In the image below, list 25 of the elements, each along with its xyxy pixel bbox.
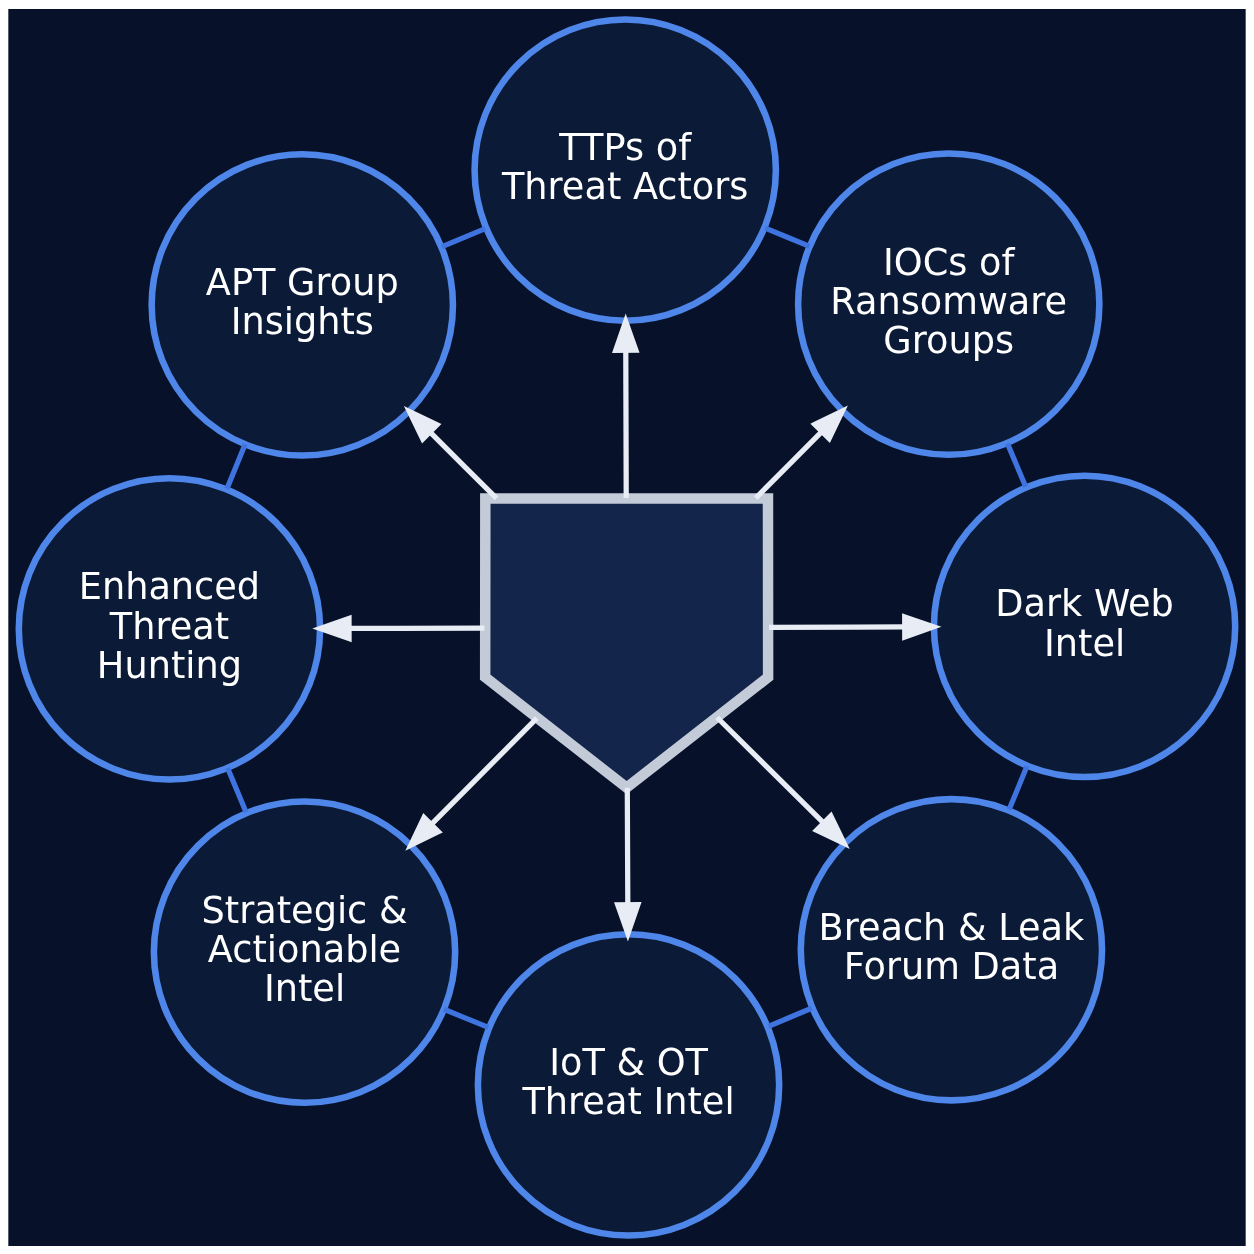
node-circle: Dark Web Intel [930, 471, 1239, 780]
node-circle: Enhanced Threat Hunting [15, 474, 324, 783]
node-circle: Strategic & Actionable Intel [150, 797, 459, 1106]
connector [764, 225, 811, 249]
connector [767, 1005, 813, 1029]
arrow [769, 612, 942, 641]
connector [224, 442, 248, 490]
connector [1006, 764, 1030, 811]
arrow [405, 715, 539, 851]
node-shield [479, 492, 774, 794]
node-circle: APT Group Insights [148, 150, 457, 459]
arrow [612, 312, 640, 498]
connector [441, 225, 487, 249]
arrow [403, 405, 499, 500]
connector [1005, 442, 1029, 488]
arrow [312, 614, 485, 642]
arrow [614, 787, 642, 941]
node-circle: IOCs of Ransomware Groups [794, 149, 1103, 458]
node-circle: Breach & Leak Forum Data [797, 795, 1106, 1104]
node-circle: TTPs of Threat Actors [471, 15, 780, 324]
connector [442, 1006, 490, 1030]
arrow [753, 404, 848, 500]
node-circle: IoT & OT Threat Intel [474, 930, 783, 1239]
arrow [715, 715, 850, 849]
connector [225, 766, 249, 813]
